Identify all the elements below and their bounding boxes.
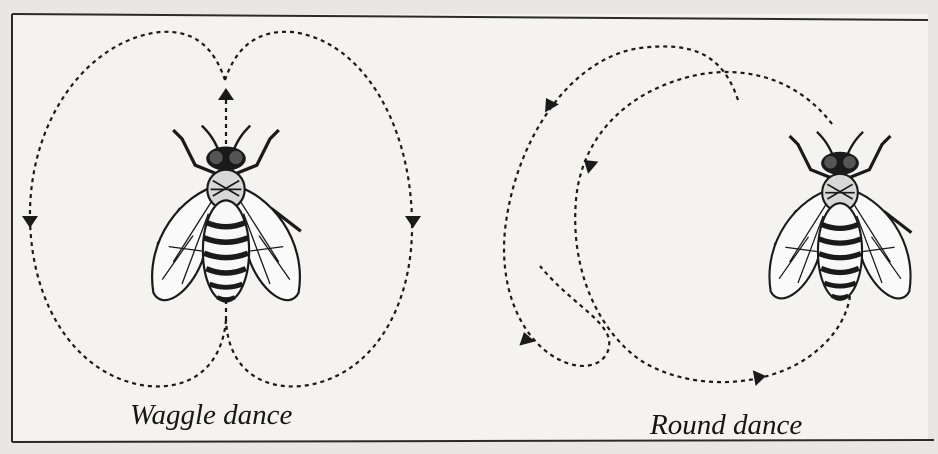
waggle-dance-caption: Waggle dance xyxy=(130,399,292,432)
round-dance-caption: Round dance xyxy=(650,409,802,442)
